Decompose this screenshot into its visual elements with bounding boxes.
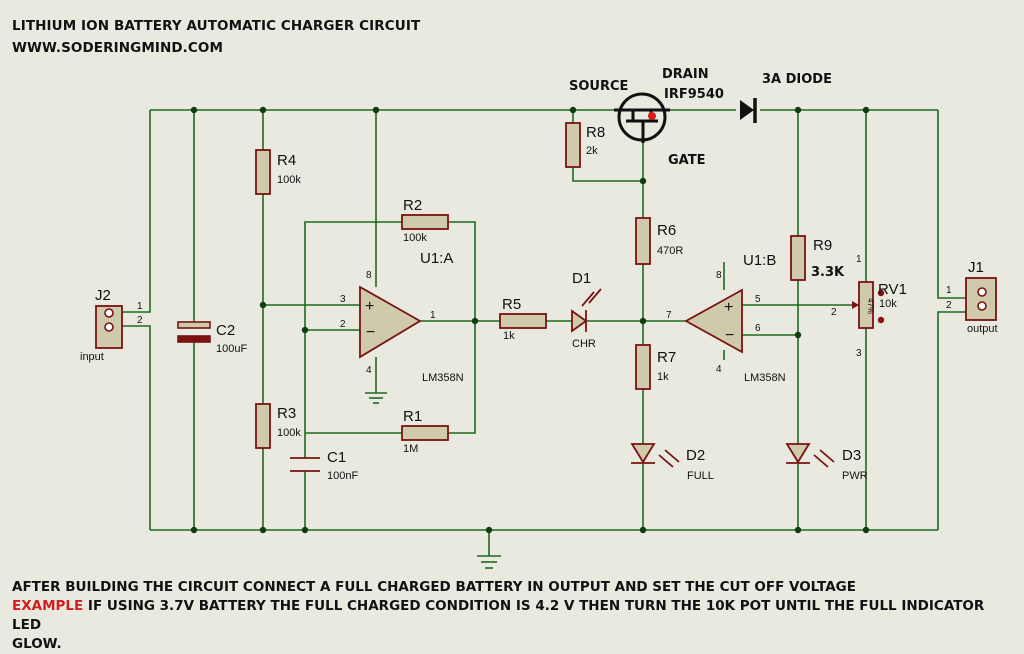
capacitor-c1: C1 100nF xyxy=(290,449,358,482)
connector-j2: J2 input 1 2 xyxy=(80,287,143,363)
potentiometer-rv1: 47% RV1 10k 1 2 3 xyxy=(831,254,907,359)
resistor-r4: R4 100k xyxy=(255,149,301,195)
r5-value: 1k xyxy=(503,330,515,342)
rv1-pin-1: 1 xyxy=(856,254,862,265)
r1-ref: R1 xyxy=(403,408,422,425)
example-keyword: EXAMPLE xyxy=(12,598,84,614)
rv1-value: 10k xyxy=(879,298,897,310)
gate-label: GATE xyxy=(668,153,705,168)
mosfet-irf9540 xyxy=(614,92,670,143)
resistor-r1: R1 1M xyxy=(401,408,449,455)
r5-ref: R5 xyxy=(502,296,521,313)
r7-value: 1k xyxy=(657,371,669,383)
r8-ref: R8 xyxy=(586,124,605,141)
wires xyxy=(122,109,966,556)
u1b-part: LM358N xyxy=(744,372,786,384)
d1-value: CHR xyxy=(572,338,596,350)
u1a-pin-2: 2 xyxy=(340,319,346,330)
capacitor-c2: C2 100uF xyxy=(177,321,247,355)
page-title: LITHIUM ION BATTERY AUTOMATIC CHARGER CI… xyxy=(12,18,421,34)
instruction-text: AFTER BUILDING THE CIRCUIT CONNECT A FUL… xyxy=(12,578,1012,654)
r4-ref: R4 xyxy=(277,152,296,169)
r7-ref: R7 xyxy=(657,349,676,366)
opamp-u1a: + − 3 2 1 8 4 U1:A LM358N xyxy=(340,250,464,384)
rv1-percent: 47% xyxy=(866,298,875,314)
instruction-line-2: EXAMPLE IF USING 3.7V BATTERY THE FULL C… xyxy=(12,597,1012,635)
diode-label: 3A DIODE xyxy=(762,72,832,87)
rv1-pin-2: 2 xyxy=(831,307,837,318)
led-d3: D3 PWR xyxy=(785,443,868,482)
u1a-part: LM358N xyxy=(422,372,464,384)
power-diode xyxy=(740,98,757,123)
j2-label: input xyxy=(80,351,104,363)
u1a-pin-4: 4 xyxy=(366,365,372,376)
junction-dots xyxy=(190,106,870,534)
j1-pin-1: 1 xyxy=(946,285,952,296)
ground-symbol-u1a xyxy=(365,392,387,404)
c1-ref: C1 xyxy=(327,449,346,466)
j2-pin-1: 1 xyxy=(137,301,143,312)
c1-value: 100nF xyxy=(327,470,358,482)
j1-ref: J1 xyxy=(968,259,984,276)
source-label: SOURCE xyxy=(569,79,628,94)
u1b-pin-6: 6 xyxy=(755,323,761,334)
d2-value: FULL xyxy=(687,470,714,482)
website-label: WWW.SODERINGMIND.COM xyxy=(12,40,224,56)
u1b-pin-4: 4 xyxy=(716,364,722,375)
u1b-pin-8: 8 xyxy=(716,270,722,281)
r2-ref: R2 xyxy=(403,197,422,214)
u1a-minus: − xyxy=(366,324,375,341)
r6-ref: R6 xyxy=(657,222,676,239)
instruction-line-1: AFTER BUILDING THE CIRCUIT CONNECT A FUL… xyxy=(12,579,856,595)
rv1-ref: RV1 xyxy=(878,281,907,298)
u1a-pin-1: 1 xyxy=(430,310,436,321)
u1a-pin-3: 3 xyxy=(340,294,346,305)
r8-value: 2k xyxy=(586,145,598,157)
connector-j1: J1 output 1 2 xyxy=(946,259,998,335)
j1-label: output xyxy=(967,323,998,335)
u1b-plus: + xyxy=(724,299,733,316)
j1-pin-2: 2 xyxy=(946,300,952,311)
c2-value: 100uF xyxy=(216,343,247,355)
r6-value: 470R xyxy=(657,245,683,257)
r2-value: 100k xyxy=(403,232,427,244)
d1-ref: D1 xyxy=(572,270,591,287)
resistor-r8: R8 2k xyxy=(565,122,605,168)
resistor-r5: R5 1k xyxy=(499,296,547,342)
u1b-ref: U1:B xyxy=(743,252,776,269)
instruction-line-2-text: IF USING 3.7V BATTERY THE FULL CHARGED C… xyxy=(12,598,985,633)
r1-value: 1M xyxy=(403,443,418,455)
drain-label: DRAIN xyxy=(662,67,709,82)
ground-symbol-main xyxy=(477,555,501,569)
r4-value: 100k xyxy=(277,174,301,186)
r3-ref: R3 xyxy=(277,405,296,422)
u1a-pin-8: 8 xyxy=(366,270,372,281)
opamp-u1b: + − 5 6 7 8 4 U1:B LM358N xyxy=(666,252,786,384)
u1a-plus: + xyxy=(365,298,374,315)
r9-value: 3.3K xyxy=(811,265,845,280)
led-d1: D1 CHR xyxy=(571,270,602,350)
resistor-r2: R2 100k xyxy=(401,197,449,244)
u1b-pin-7: 7 xyxy=(666,310,672,321)
resistor-r6: R6 470R xyxy=(635,217,683,265)
d3-value: PWR xyxy=(842,470,868,482)
resistor-r3: R3 100k xyxy=(255,403,301,449)
d3-ref: D3 xyxy=(842,447,861,464)
mosfet-label: IRF9540 xyxy=(664,87,724,102)
j2-ref: J2 xyxy=(95,287,111,304)
r3-value: 100k xyxy=(277,427,301,439)
d2-ref: D2 xyxy=(686,447,705,464)
r9-ref: R9 xyxy=(813,237,832,254)
led-d2: D2 FULL xyxy=(630,443,714,482)
u1b-minus: − xyxy=(725,327,734,344)
j2-pin-2: 2 xyxy=(137,315,143,326)
u1b-pin-5: 5 xyxy=(755,294,761,305)
c2-ref: C2 xyxy=(216,322,235,339)
rv1-pin-3: 3 xyxy=(856,348,862,359)
resistor-r9: R9 3.3K xyxy=(790,235,845,281)
resistor-r7: R7 1k xyxy=(635,344,676,390)
instruction-line-3: GLOW. xyxy=(12,636,62,652)
u1a-ref: U1:A xyxy=(420,250,453,267)
